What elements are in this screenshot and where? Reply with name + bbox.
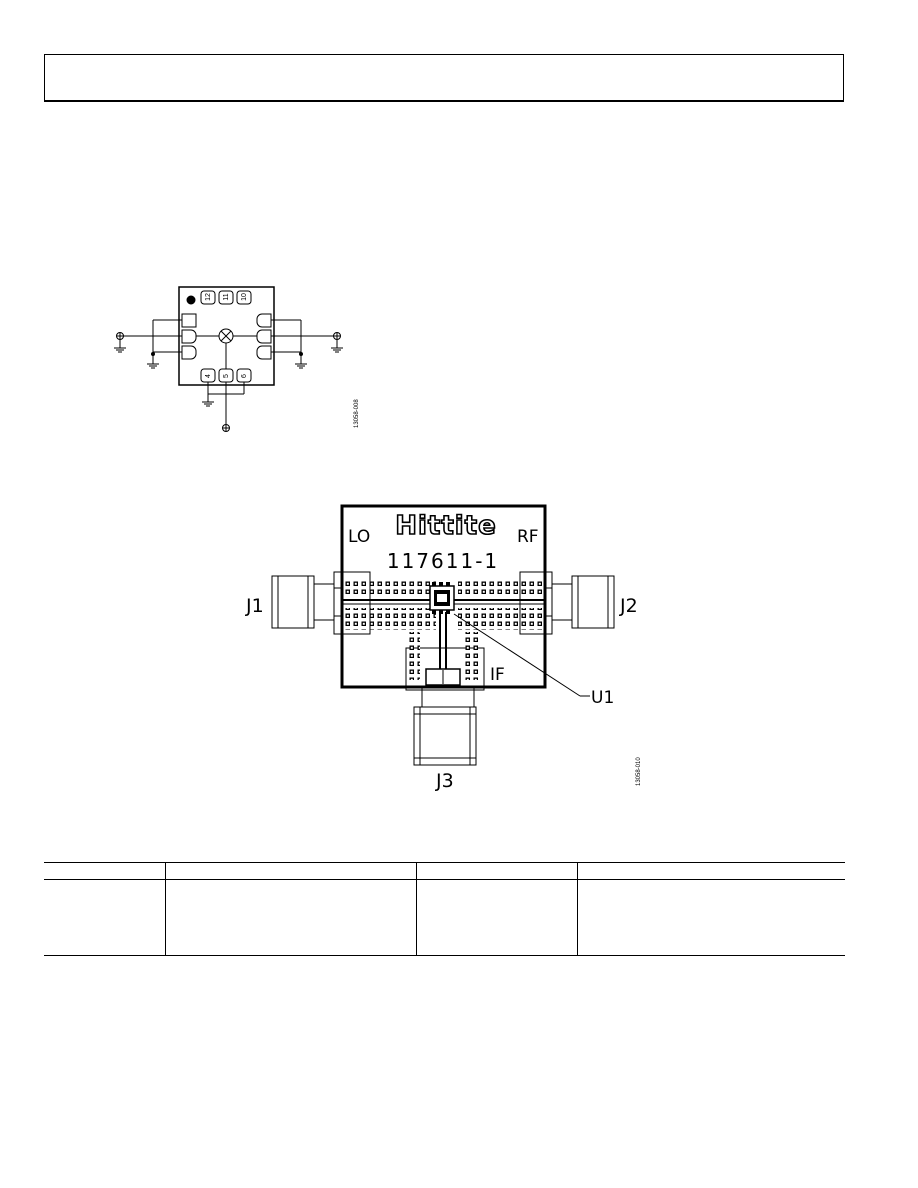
application-circuit-schematic: 12 11 10 4 5 6: [114, 286, 343, 432]
pin-label-11: 11: [223, 293, 230, 300]
label-lo: LO: [348, 527, 370, 547]
pin-2-pad: [181, 329, 197, 344]
label-u1: U1: [591, 688, 614, 708]
pin-9-pad: [256, 313, 272, 328]
lo-port-terminal: [116, 332, 124, 340]
pin-11-pad: [218, 290, 234, 305]
u1-leader-line: [453, 613, 581, 697]
label-j1: J1: [245, 595, 264, 617]
label-rf: RF: [517, 527, 539, 547]
label-if: IF: [490, 665, 505, 685]
label-j2: J2: [619, 595, 638, 617]
pin1-indicator: [186, 295, 196, 305]
pin-7-pad: [256, 345, 272, 360]
u1-package: [429, 582, 455, 614]
rf-port-terminal: [333, 332, 341, 340]
pin-label-10: 10: [241, 293, 248, 301]
evaluation-board-layout: Hittite 117611-1 LO RF IF J1 J2 J3 U1: [245, 504, 638, 792]
pin-12-pad: [200, 290, 216, 305]
rf-traces: [342, 599, 545, 686]
pin-8-pad: [256, 329, 272, 344]
brand-logo: Hittite: [395, 511, 497, 541]
j2-connector: [519, 571, 615, 635]
figure1-id: 13058-008: [354, 399, 360, 428]
label-j3: J3: [435, 770, 454, 792]
page-header-box: [44, 54, 844, 102]
j1-connector: [271, 571, 371, 635]
table-row: [44, 880, 845, 956]
board-number: 117611-1: [387, 549, 499, 573]
table-header-row: [44, 862, 845, 880]
if-port-terminal: [222, 424, 230, 432]
figure2-id: 13058-010: [636, 757, 642, 786]
pin-label-4: 4: [205, 374, 212, 378]
pin-label-5: 5: [223, 374, 230, 378]
pin-3-pad: [181, 345, 197, 360]
pin-label-6: 6: [241, 374, 248, 378]
via-fields: [344, 580, 544, 680]
pin-label-12: 12: [205, 293, 212, 301]
pin-10-pad: [236, 290, 252, 305]
pin-1-pad: [181, 313, 197, 328]
